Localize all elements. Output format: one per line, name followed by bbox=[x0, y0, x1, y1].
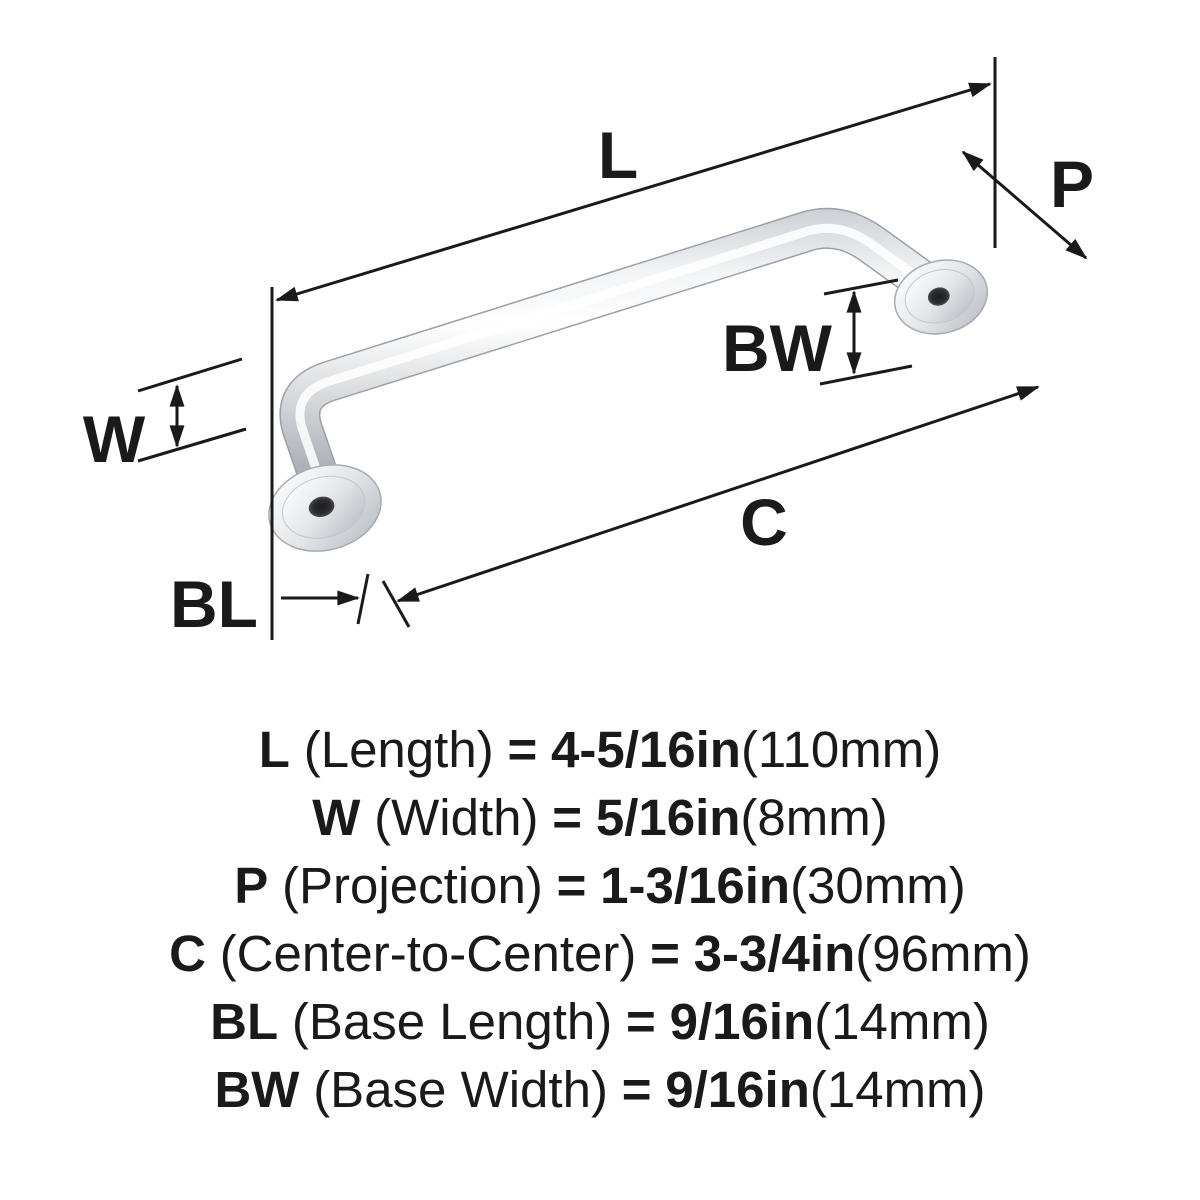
center-extension-left bbox=[381, 580, 411, 628]
dimension-diagram: L P W BW C BL bbox=[83, 57, 1094, 641]
equals-sign: = bbox=[556, 857, 587, 914]
handle-bar-highlight bbox=[295, 223, 943, 503]
legend-row-length: L(Length)=4-5/16in(110mm) bbox=[0, 716, 1200, 784]
equals-sign: = bbox=[552, 789, 583, 846]
dimension-lines bbox=[137, 57, 1088, 640]
diagram-area: L P W BW C BL bbox=[83, 57, 1094, 641]
dim-name: (Base Length) bbox=[291, 993, 613, 1050]
dim-abbr: L bbox=[258, 721, 290, 778]
dim-value-imperial: 4-5/16in bbox=[551, 721, 741, 778]
label-length: L bbox=[598, 118, 638, 192]
legend-row-width: W(Width)=5/16in(8mm) bbox=[0, 784, 1200, 852]
left-base bbox=[268, 464, 382, 552]
equals-sign: = bbox=[507, 721, 538, 778]
dim-value-metric: (8mm) bbox=[740, 789, 888, 846]
dim-value-imperial: 3-3/4in bbox=[693, 925, 856, 982]
base-width-extension-bottom bbox=[819, 364, 913, 386]
dim-abbr: W bbox=[312, 789, 361, 846]
dim-value-metric: (110mm) bbox=[740, 721, 942, 778]
base-width-extension-top bbox=[823, 278, 899, 296]
dim-value-imperial: 9/16in bbox=[665, 1061, 810, 1118]
dim-value-metric: (14mm) bbox=[809, 1061, 986, 1118]
dim-name: (Width) bbox=[374, 789, 539, 846]
dim-abbr: BW bbox=[214, 1061, 300, 1118]
dim-value-imperial: 1-3/16in bbox=[600, 857, 791, 914]
dim-abbr: BL bbox=[210, 993, 279, 1050]
equals-sign: = bbox=[626, 993, 656, 1050]
label-width: W bbox=[83, 402, 146, 476]
dim-value-metric: (14mm) bbox=[814, 993, 990, 1050]
label-base-width: BW bbox=[722, 311, 833, 385]
equals-sign: = bbox=[621, 1061, 652, 1118]
dimension-legend: L(Length)=4-5/16in(110mm) W(Width)=5/16i… bbox=[0, 690, 1200, 1124]
dim-abbr: C bbox=[169, 925, 206, 982]
dim-name: (Length) bbox=[303, 721, 494, 778]
dim-name: (Base Width) bbox=[313, 1061, 608, 1118]
dimension-line-length bbox=[275, 82, 992, 302]
dimension-line-projection bbox=[961, 150, 1088, 260]
width-extension-top bbox=[137, 357, 243, 393]
dim-value-imperial: 9/16in bbox=[669, 993, 815, 1050]
label-center-to-center: C bbox=[740, 485, 788, 559]
dim-abbr: P bbox=[234, 857, 269, 914]
label-base-length: BL bbox=[170, 567, 258, 641]
label-projection: P bbox=[1050, 147, 1094, 221]
base-length-tick bbox=[356, 573, 370, 625]
legend-row-base-length: BL(Base Length)=9/16in(14mm) bbox=[0, 988, 1200, 1056]
legend-row-base-width: BW(Base Width)=9/16in(14mm) bbox=[0, 1056, 1200, 1124]
dim-value-metric: (96mm) bbox=[855, 925, 1031, 982]
dimension-labels: L P W BW C BL bbox=[83, 118, 1094, 641]
left-screw-hole bbox=[308, 496, 335, 518]
dimension-line-center-to-center bbox=[396, 385, 1040, 603]
dim-value-metric: (30mm) bbox=[790, 857, 966, 914]
handle-illustration bbox=[268, 207, 989, 552]
dim-value-imperial: 5/16in bbox=[595, 789, 741, 846]
legend-row-center-to-center: C(Center-to-Center)=3-3/4in(96mm) bbox=[0, 920, 1200, 988]
equals-sign: = bbox=[650, 925, 680, 982]
dim-name: (Center-to-Center) bbox=[219, 925, 637, 982]
dim-name: (Projection) bbox=[282, 857, 543, 914]
legend-row-projection: P(Projection)=1-3/16in(30mm) bbox=[0, 852, 1200, 920]
width-extension-bottom bbox=[137, 427, 247, 463]
